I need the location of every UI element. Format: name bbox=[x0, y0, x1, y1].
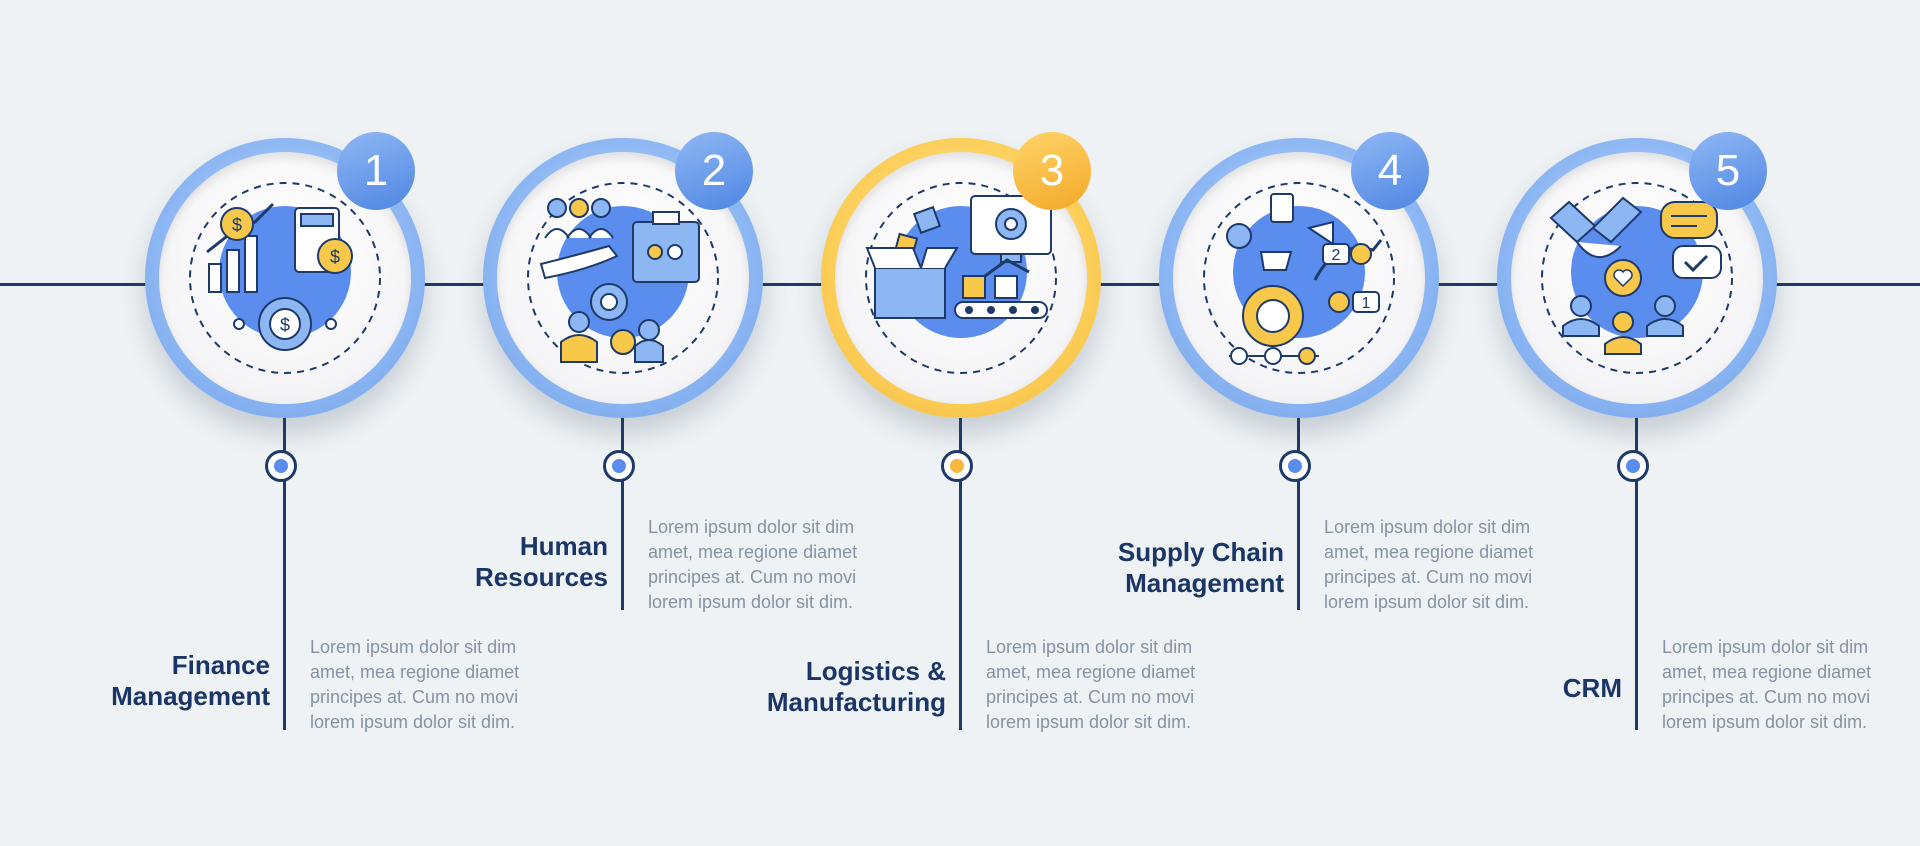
timeline-dot bbox=[1617, 450, 1649, 482]
connector-line bbox=[621, 418, 624, 610]
svg-text:$: $ bbox=[330, 247, 340, 267]
svg-text:2: 2 bbox=[1332, 247, 1341, 264]
step-title: Supply Chain Management bbox=[1117, 537, 1284, 598]
step-number-badge: 4 bbox=[1351, 132, 1429, 210]
step-2: 2 Human Resources Lorem ipsum dolor sit … bbox=[463, 0, 857, 846]
svg-text:1: 1 bbox=[1362, 295, 1371, 312]
step-number-badge: 1 bbox=[337, 132, 415, 210]
step-circle: 3 bbox=[821, 132, 1111, 428]
step-title: Human Resources bbox=[475, 531, 608, 592]
step-title: CRM bbox=[1562, 673, 1622, 703]
connector-line bbox=[1635, 418, 1638, 730]
finance-icon: $ $ $ bbox=[159, 152, 411, 404]
svg-text:$: $ bbox=[232, 215, 242, 235]
timeline-dot bbox=[603, 450, 635, 482]
svg-text:$: $ bbox=[280, 315, 290, 335]
step-title: Finance Management bbox=[111, 650, 270, 711]
timeline-dot bbox=[265, 450, 297, 482]
connector-line bbox=[1297, 418, 1300, 610]
step-3: 3 Logistics & Manufacturing Lorem ipsum … bbox=[767, 0, 1195, 846]
connector-line bbox=[283, 418, 286, 730]
step-1: $ $ $ 1 Finance Management Lorem ipsum d… bbox=[111, 0, 519, 846]
step-circle: 5 bbox=[1497, 132, 1787, 428]
step-number-badge: 5 bbox=[1689, 132, 1767, 210]
step-circle: 2 bbox=[483, 132, 773, 428]
supply-chain-icon: 2 1 bbox=[1173, 152, 1425, 404]
step-description: Lorem ipsum dolor sit dim amet, mea regi… bbox=[986, 637, 1196, 732]
timeline-dot bbox=[1279, 450, 1311, 482]
connector-line bbox=[959, 418, 962, 730]
step-4: 2 1 4 Supply Chain Management Lorem ipsu… bbox=[1118, 0, 1533, 846]
step-description: Lorem ipsum dolor sit dim amet, mea regi… bbox=[1324, 517, 1534, 612]
step-description: Lorem ipsum dolor sit dim amet, mea regi… bbox=[310, 637, 520, 732]
step-description: Lorem ipsum dolor sit dim amet, mea regi… bbox=[648, 517, 858, 612]
crm-icon bbox=[1511, 152, 1763, 404]
step-5: 5 CRM Lorem ipsum dolor sit dim amet, me… bbox=[1477, 0, 1871, 846]
step-circle: 2 1 4 bbox=[1159, 132, 1449, 428]
step-description: Lorem ipsum dolor sit dim amet, mea regi… bbox=[1662, 637, 1872, 732]
step-circle: $ $ $ 1 bbox=[145, 132, 435, 428]
step-number-badge: 2 bbox=[675, 132, 753, 210]
step-title: Logistics & Manufacturing bbox=[766, 656, 946, 717]
timeline-dot bbox=[941, 450, 973, 482]
step-number-badge: 3 bbox=[1013, 132, 1091, 210]
